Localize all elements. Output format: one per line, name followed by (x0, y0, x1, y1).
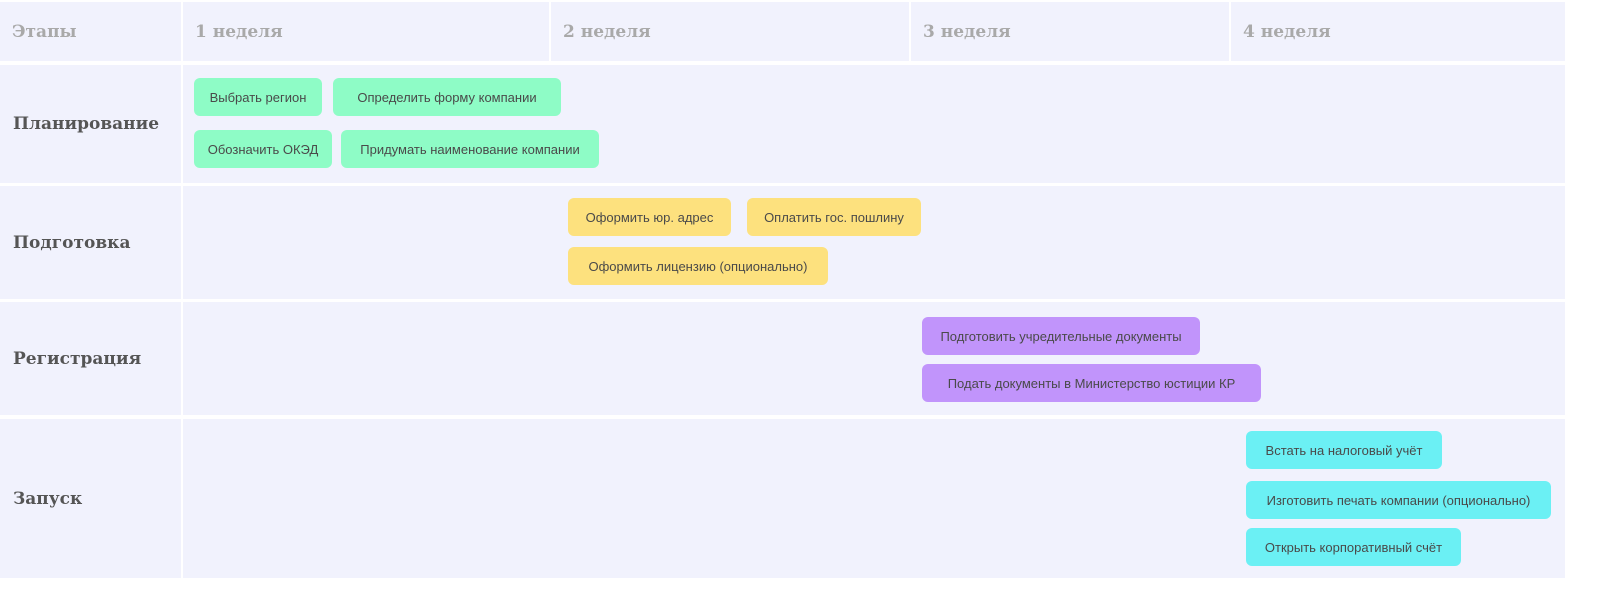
task-chip[interactable]: Оформить юр. адрес (568, 198, 731, 236)
task-chip[interactable]: Оплатить гос. пошлину (747, 198, 921, 236)
task-chip[interactable]: Открыть корпоративный счёт (1246, 528, 1461, 566)
header-week-1: 1 неделя (183, 2, 549, 61)
stage-registration: Регистрация (0, 302, 181, 415)
task-chip[interactable]: Подготовить учредительные документы (922, 317, 1200, 355)
stage-planning: Планирование (0, 65, 181, 183)
task-chip[interactable]: Изготовить печать компании (опционально) (1246, 481, 1551, 519)
stage-launch: Запуск (0, 419, 181, 578)
header-week-3: 3 неделя (911, 2, 1229, 61)
task-chip[interactable]: Придумать наименование компании (341, 130, 599, 168)
task-chip[interactable]: Обозначить ОКЭД (194, 130, 332, 168)
stage-preparation: Подготовка (0, 186, 181, 299)
task-chip[interactable]: Определить форму компании (333, 78, 561, 116)
row-registration (183, 302, 1565, 415)
header-week-4: 4 неделя (1231, 2, 1565, 61)
task-chip[interactable]: Встать на налоговый учёт (1246, 431, 1442, 469)
task-chip[interactable]: Выбрать регион (194, 78, 322, 116)
header-stages: Этапы (0, 2, 181, 61)
task-chip[interactable]: Подать документы в Министерство юстиции … (922, 364, 1261, 402)
header-week-2: 2 неделя (551, 2, 909, 61)
task-chip[interactable]: Оформить лицензию (опционально) (568, 247, 828, 285)
